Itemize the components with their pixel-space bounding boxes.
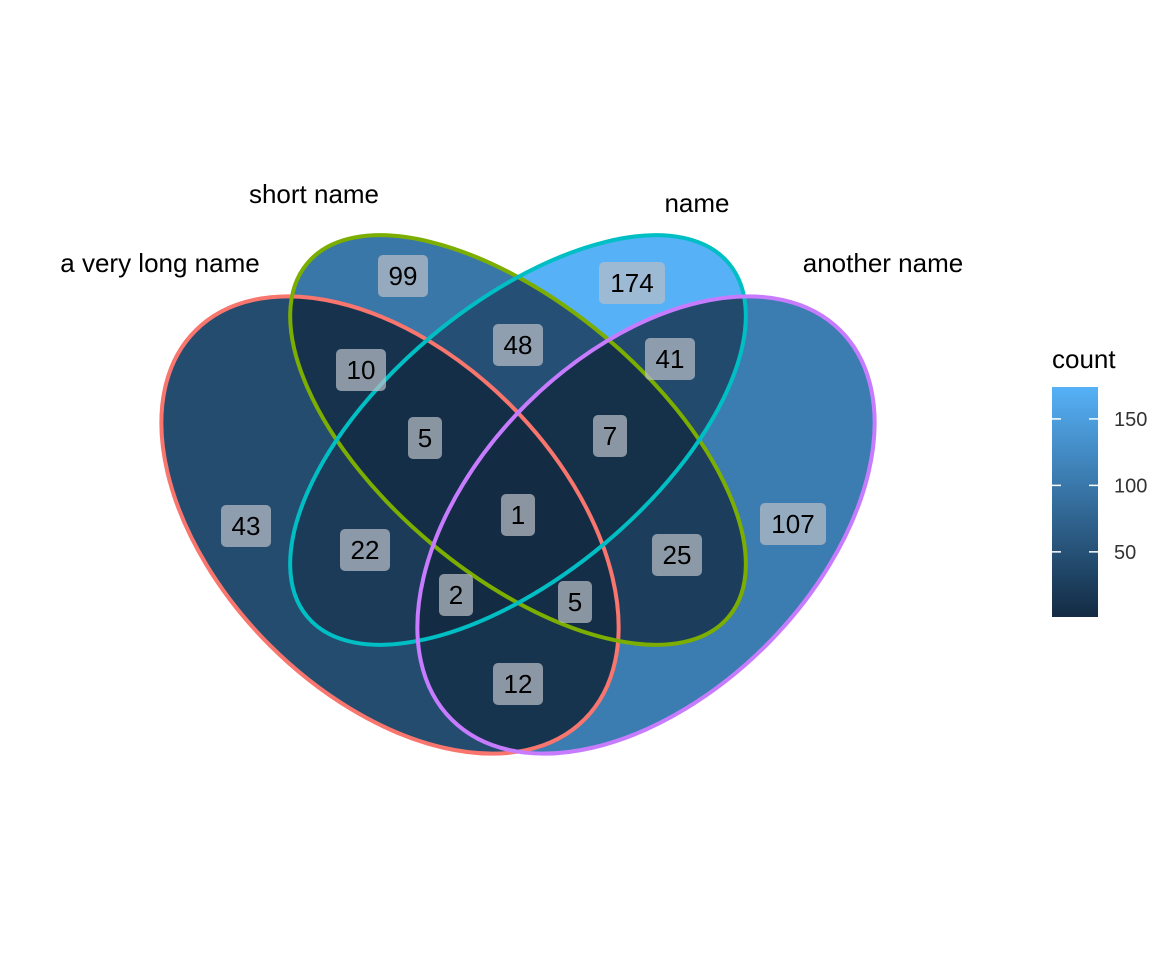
region-count-label: 5: [408, 417, 442, 459]
region-count-label: 12: [493, 663, 543, 705]
set-outline: [288, 233, 748, 647]
region-count-label: 7: [593, 415, 627, 457]
count-label-box: [645, 338, 695, 380]
count-label-box: [439, 574, 473, 616]
count-label-box: [378, 255, 428, 297]
region-count-label: 5: [558, 581, 592, 623]
count-label-box: [558, 581, 592, 623]
count-label-box: [408, 417, 442, 459]
region-count-label: 1: [501, 494, 535, 536]
set-label: name: [664, 188, 729, 218]
region-count-label: 10: [336, 349, 386, 391]
count-label-text: 1: [511, 500, 525, 530]
count-label-text: 5: [418, 423, 432, 453]
count-label-box: [501, 494, 535, 536]
count-label-text: 107: [771, 509, 814, 539]
legend-tick-label: 150: [1114, 409, 1147, 431]
count-label-text: 2: [449, 580, 463, 610]
count-label-text: 41: [656, 344, 685, 374]
count-label-box: [493, 663, 543, 705]
count-label-text: 5: [568, 587, 582, 617]
legend-ticks: 50 100 150: [1052, 409, 1147, 564]
legend-tick-label: 50: [1114, 542, 1136, 564]
count-label-text: 10: [347, 355, 376, 385]
region-count-label: 41: [645, 338, 695, 380]
count-label-text: 43: [232, 511, 261, 541]
set-label: short name: [249, 179, 379, 209]
count-label-text: 7: [603, 421, 617, 451]
region-count-label: 2: [439, 574, 473, 616]
legend-title: count: [1052, 344, 1116, 374]
count-label-box: [221, 505, 271, 547]
count-label-text: 99: [389, 261, 418, 291]
count-label-box: [340, 529, 390, 571]
color-legend: count 50 100 150: [1052, 344, 1147, 617]
venn-outlines: [159, 233, 877, 756]
count-label-box: [593, 415, 627, 457]
region-count-label: 43: [221, 505, 271, 547]
count-label-box: [599, 262, 665, 304]
count-label-box: [760, 503, 826, 545]
region-count-label: 107: [760, 503, 826, 545]
legend-tick-label: 100: [1114, 475, 1147, 497]
count-label-box: [652, 534, 702, 576]
set-label: another name: [803, 248, 963, 278]
count-label-text: 25: [663, 540, 692, 570]
region-count-label: 22: [340, 529, 390, 571]
set-outline: [415, 294, 877, 756]
count-label-text: 12: [504, 669, 533, 699]
region-count-label: 25: [652, 534, 702, 576]
set-label: a very long name: [60, 248, 259, 278]
count-label-text: 22: [351, 535, 380, 565]
count-label-box: [493, 324, 543, 366]
count-label-box: [336, 349, 386, 391]
count-label-text: 48: [504, 330, 533, 360]
venn-set-labels: a very long name short name name another na…: [60, 179, 963, 278]
set-outline: [159, 294, 621, 756]
region-count-label: 174: [599, 262, 665, 304]
region-count-label: 99: [378, 255, 428, 297]
set-outline: [288, 233, 748, 647]
legend-colorbar: [1052, 387, 1098, 617]
count-label-text: 174: [610, 268, 653, 298]
region-count-label: 48: [493, 324, 543, 366]
